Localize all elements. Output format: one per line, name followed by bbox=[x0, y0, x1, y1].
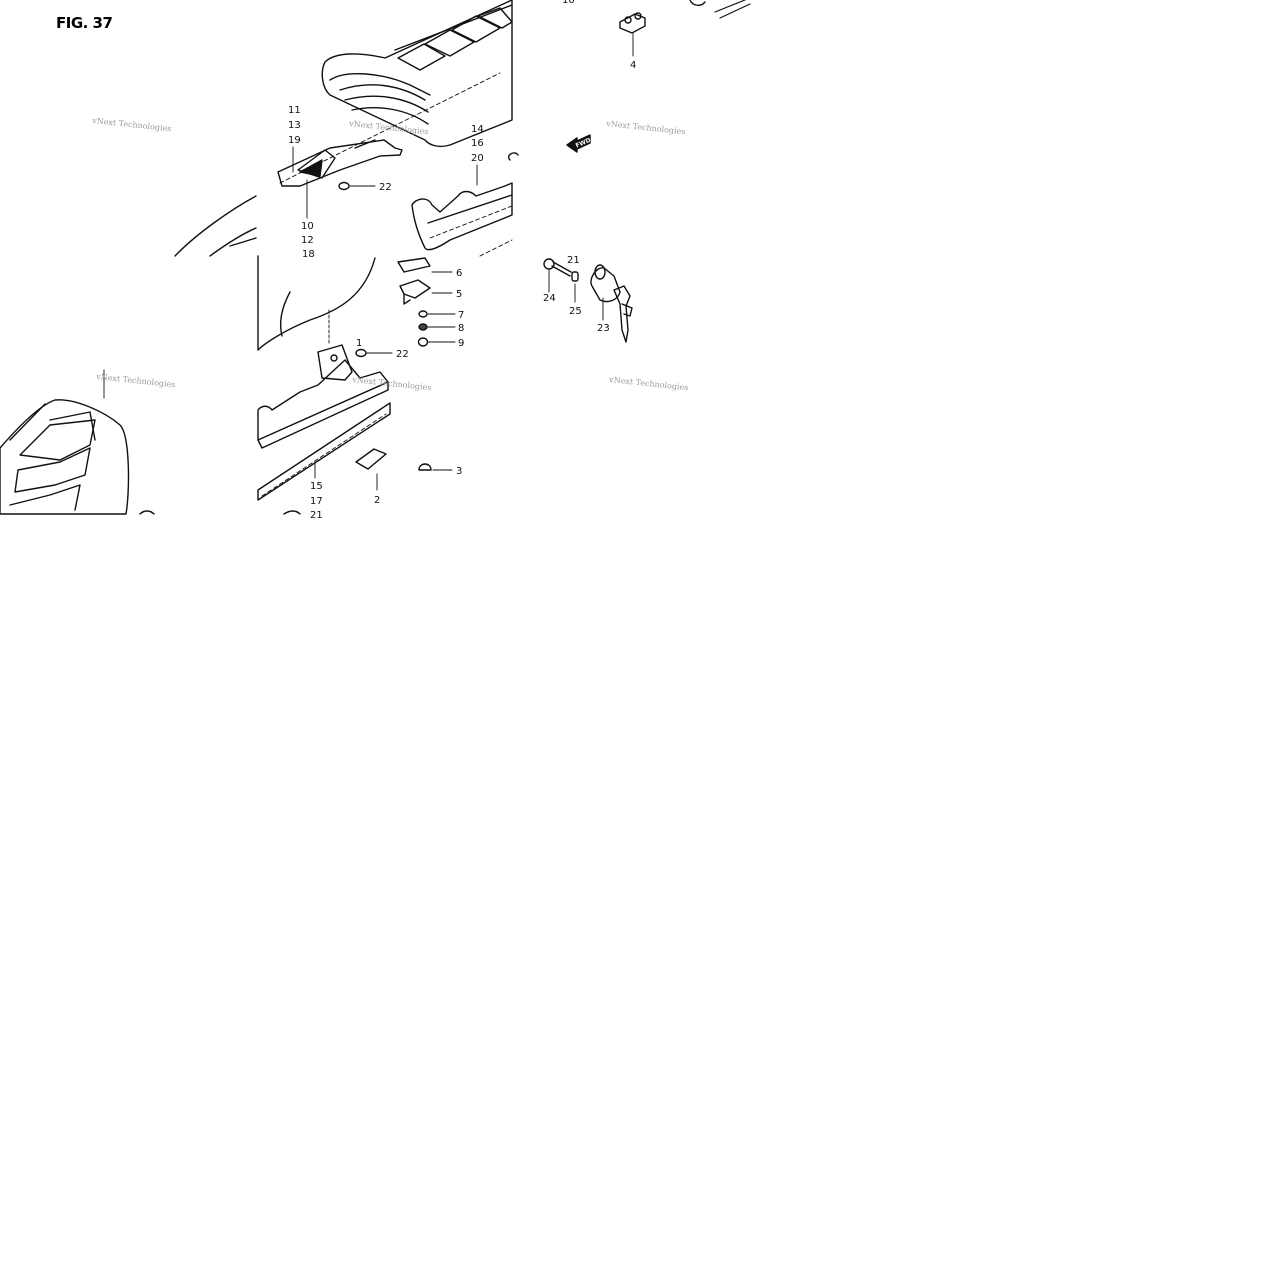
watermark: vNext Technologies bbox=[91, 116, 172, 133]
seat-upper bbox=[279, 0, 513, 184]
callout-23: 23 bbox=[597, 323, 610, 334]
callout-16: 16 bbox=[471, 138, 484, 149]
callout-4: 4 bbox=[630, 60, 636, 71]
callout-12: 12 bbox=[301, 235, 314, 246]
figure-title: FIG. 37 bbox=[56, 14, 113, 32]
callout-7: 7 bbox=[458, 310, 464, 321]
callout-13: 13 bbox=[288, 120, 301, 131]
callout-21: 21 bbox=[567, 255, 580, 266]
callout-19: 19 bbox=[288, 135, 301, 146]
callout-1: 1 bbox=[356, 338, 362, 349]
watermark: vNext Technologies bbox=[348, 119, 429, 136]
seat-lower-left bbox=[0, 369, 155, 515]
callout-17: 17 bbox=[310, 496, 323, 507]
seat-lock-assembly bbox=[543, 258, 633, 343]
hardware-parts bbox=[338, 0, 751, 491]
callout-18: 18 bbox=[302, 249, 315, 260]
callout-9: 9 bbox=[458, 338, 464, 349]
watermark: vNext Technologies bbox=[351, 375, 432, 392]
seat-lower-partial bbox=[174, 195, 257, 257]
callout-2: 2 bbox=[374, 495, 380, 506]
callout-20: 20 bbox=[471, 153, 484, 164]
callout-22-lower: 22 bbox=[396, 349, 409, 360]
callout-21-lower: 21 bbox=[310, 510, 323, 521]
callout-24: 24 bbox=[543, 293, 556, 304]
callout-5: 5 bbox=[456, 289, 462, 300]
watermark: vNext Technologies bbox=[605, 119, 686, 136]
callout-11: 11 bbox=[288, 105, 301, 116]
callout-22: 22 bbox=[379, 182, 392, 193]
callout-10-top: 10 bbox=[562, 0, 575, 6]
fwd-arrow-icon bbox=[566, 134, 591, 153]
watermarks: vNext Technologies vNext Technologies vN… bbox=[91, 116, 689, 392]
callout-14: 14 bbox=[471, 124, 484, 135]
frame-side-panel bbox=[257, 255, 391, 515]
callout-15: 15 bbox=[310, 481, 323, 492]
callout-25: 25 bbox=[569, 306, 582, 317]
callout-labels: 11 13 19 10 12 18 14 16 20 22 6 5 7 8 9 … bbox=[288, 0, 636, 521]
callout-8: 8 bbox=[458, 323, 464, 334]
watermark: vNext Technologies bbox=[95, 372, 176, 389]
seat-bracket-front bbox=[277, 139, 403, 219]
callout-3: 3 bbox=[456, 466, 462, 477]
callout-10: 10 bbox=[301, 221, 314, 232]
watermark: vNext Technologies bbox=[608, 375, 689, 392]
callout-6: 6 bbox=[456, 268, 462, 279]
seat-rail-rear bbox=[411, 152, 519, 257]
